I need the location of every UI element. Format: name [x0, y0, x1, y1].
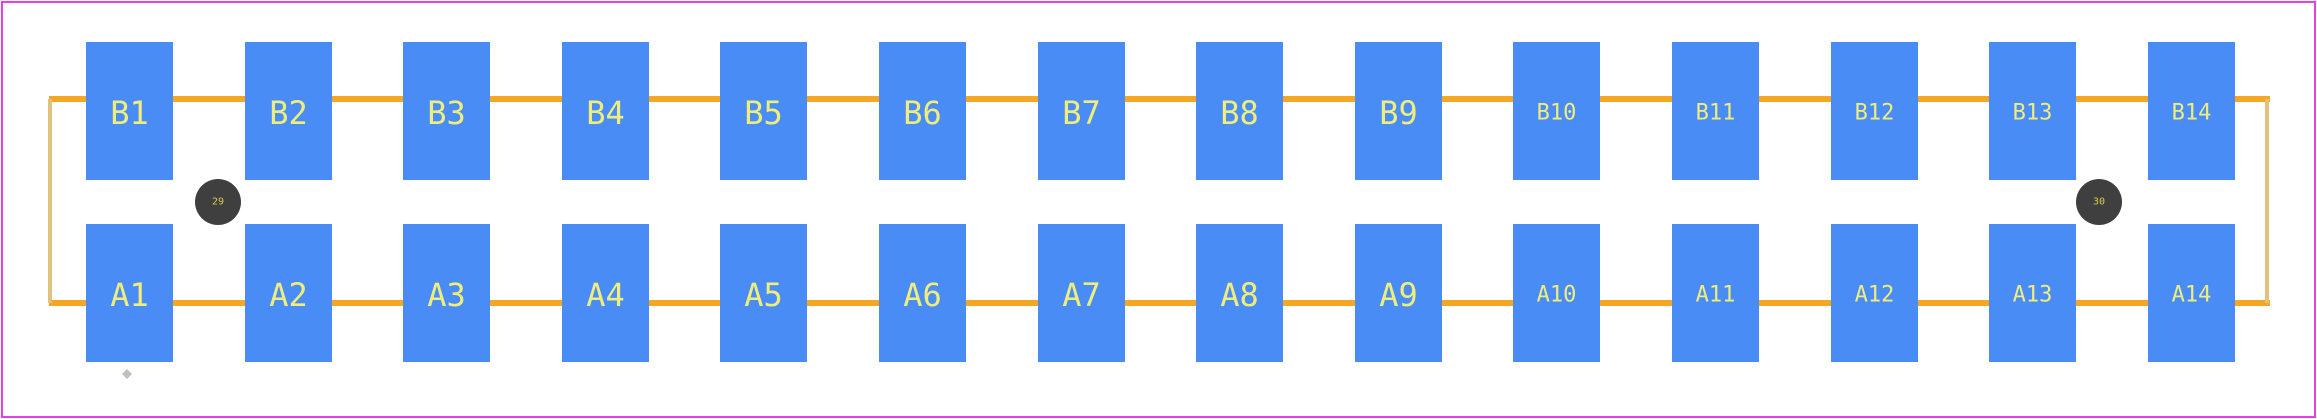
pad-top-b13: B13: [1989, 42, 2076, 180]
mounting-hole-left-circle: [195, 179, 241, 225]
pad-bottom-a13-rect: [1989, 224, 2076, 362]
silkscreen-layer: [48, 96, 2270, 306]
pad-bottom-a14: A14: [2148, 224, 2235, 362]
pad-bottom-a7-rect: [1038, 224, 1125, 362]
mounting-hole-left: 29: [195, 179, 241, 225]
pad-bottom-a3: A3: [403, 224, 490, 362]
pad-top-b8-rect: [1196, 42, 1283, 180]
pad-bottom-a7: A7: [1038, 224, 1125, 362]
pad-top-b4: B4: [562, 42, 649, 180]
pad-top-b2-label: B2: [269, 94, 308, 132]
pad-bottom-a4-label: A4: [586, 276, 625, 314]
pad-bottom-a7-label: A7: [1062, 276, 1101, 314]
pad-top-b8: B8: [1196, 42, 1283, 180]
pad-top-b7: B7: [1038, 42, 1125, 180]
pad-top-b3: B3: [403, 42, 490, 180]
pad-top-b5-rect: [720, 42, 807, 180]
pad-top-b7-label: B7: [1062, 94, 1101, 132]
mounting-hole-right-circle: [2076, 179, 2122, 225]
pad-bottom-a14-rect: [2148, 224, 2235, 362]
pad-bottom-a4: A4: [562, 224, 649, 362]
pad-bottom-a11-rect: [1672, 224, 1759, 362]
pad-top-b11: B11: [1672, 42, 1759, 180]
pad-bottom-a9: A9: [1355, 224, 1442, 362]
pad-bottom-a10-rect: [1513, 224, 1600, 362]
pad-bottom-a8-rect: [1196, 224, 1283, 362]
mounting-hole-right: 30: [2076, 179, 2122, 225]
pad-bottom-a6: A6: [879, 224, 966, 362]
pad-bottom-a13: A13: [1989, 224, 2076, 362]
pad-top-b5: B5: [720, 42, 807, 180]
pad-top-b12-label: B12: [1855, 101, 1895, 126]
pad-bottom-a1-rect: [86, 224, 173, 362]
pad-bottom-a4-rect: [562, 224, 649, 362]
pad-top-b7-rect: [1038, 42, 1125, 180]
pad-bottom-a12-label: A12: [1855, 283, 1895, 308]
pad-bottom-a14-label: A14: [2172, 283, 2212, 308]
pad-top-b10-rect: [1513, 42, 1600, 180]
pad-top-b2-rect: [245, 42, 332, 180]
pad-bottom-a8-label: A8: [1220, 276, 1259, 314]
pad-top-b12: B12: [1831, 42, 1918, 180]
pad-top-b12-rect: [1831, 42, 1918, 180]
pad-bottom-a10: A10: [1513, 224, 1600, 362]
pad-bottom-a1: A1: [86, 224, 173, 362]
pad-top-b1-label: B1: [110, 94, 149, 132]
pad-top-b3-rect: [403, 42, 490, 180]
pad-bottom-a5-label: A5: [744, 276, 783, 314]
pad-top-b3-label: B3: [427, 94, 466, 132]
pad-top-b1-rect: [86, 42, 173, 180]
pad-bottom-a2: A2: [245, 224, 332, 362]
mounting-hole-left-label: 29: [212, 197, 224, 208]
pad-top-b14-rect: [2148, 42, 2235, 180]
pad-top-b6: B6: [879, 42, 966, 180]
pad-top-b6-rect: [879, 42, 966, 180]
pad-bottom-a1-label: A1: [110, 276, 149, 314]
pad-top-b4-rect: [562, 42, 649, 180]
pad-top-b13-rect: [1989, 42, 2076, 180]
pad-top-b6-label: B6: [903, 94, 942, 132]
pad-bottom-a12: A12: [1831, 224, 1918, 362]
pad-bottom-a5-rect: [720, 224, 807, 362]
pad-top-b4-label: B4: [586, 94, 625, 132]
pad-top-b9: B9: [1355, 42, 1442, 180]
pad-top-b11-rect: [1672, 42, 1759, 180]
pad-bottom-a5: A5: [720, 224, 807, 362]
pad-bottom-a13-label: A13: [2013, 283, 2053, 308]
pad-bottom-a12-rect: [1831, 224, 1918, 362]
pad-bottom-a6-label: A6: [903, 276, 942, 314]
pad-top-b14-label: B14: [2172, 101, 2212, 126]
pad-bottom-a2-rect: [245, 224, 332, 362]
pad-top-b2: B2: [245, 42, 332, 180]
pad-top-b10-label: B10: [1537, 101, 1577, 126]
pad-top-b8-label: B8: [1220, 94, 1259, 132]
pad-top-b14: B14: [2148, 42, 2235, 180]
pad-top-b9-rect: [1355, 42, 1442, 180]
pad-top-b11-label: B11: [1696, 101, 1736, 126]
pad-top-b1: B1: [86, 42, 173, 180]
mounting-hole-layer: 29 30: [195, 179, 2122, 225]
pad-bottom-a2-label: A2: [269, 276, 308, 314]
pin1-marker: [122, 369, 132, 379]
pad-bottom-a10-label: A10: [1537, 283, 1577, 308]
mounting-hole-right-label: 30: [2093, 197, 2105, 208]
pad-bottom-a6-rect: [879, 224, 966, 362]
pad-top-b9-label: B9: [1379, 94, 1418, 132]
pad-bottom-a9-rect: [1355, 224, 1442, 362]
pad-top-b5-label: B5: [744, 94, 783, 132]
pad-top-b13-label: B13: [2013, 101, 2053, 126]
pad-top-b10: B10: [1513, 42, 1600, 180]
pad-bottom-a3-rect: [403, 224, 490, 362]
pad-bottom-a3-label: A3: [427, 276, 466, 314]
pad-bottom-a8: A8: [1196, 224, 1283, 362]
pad-bottom-a11-label: A11: [1696, 283, 1736, 308]
pad-bottom-a9-label: A9: [1379, 276, 1418, 314]
pad-bottom-a11: A11: [1672, 224, 1759, 362]
